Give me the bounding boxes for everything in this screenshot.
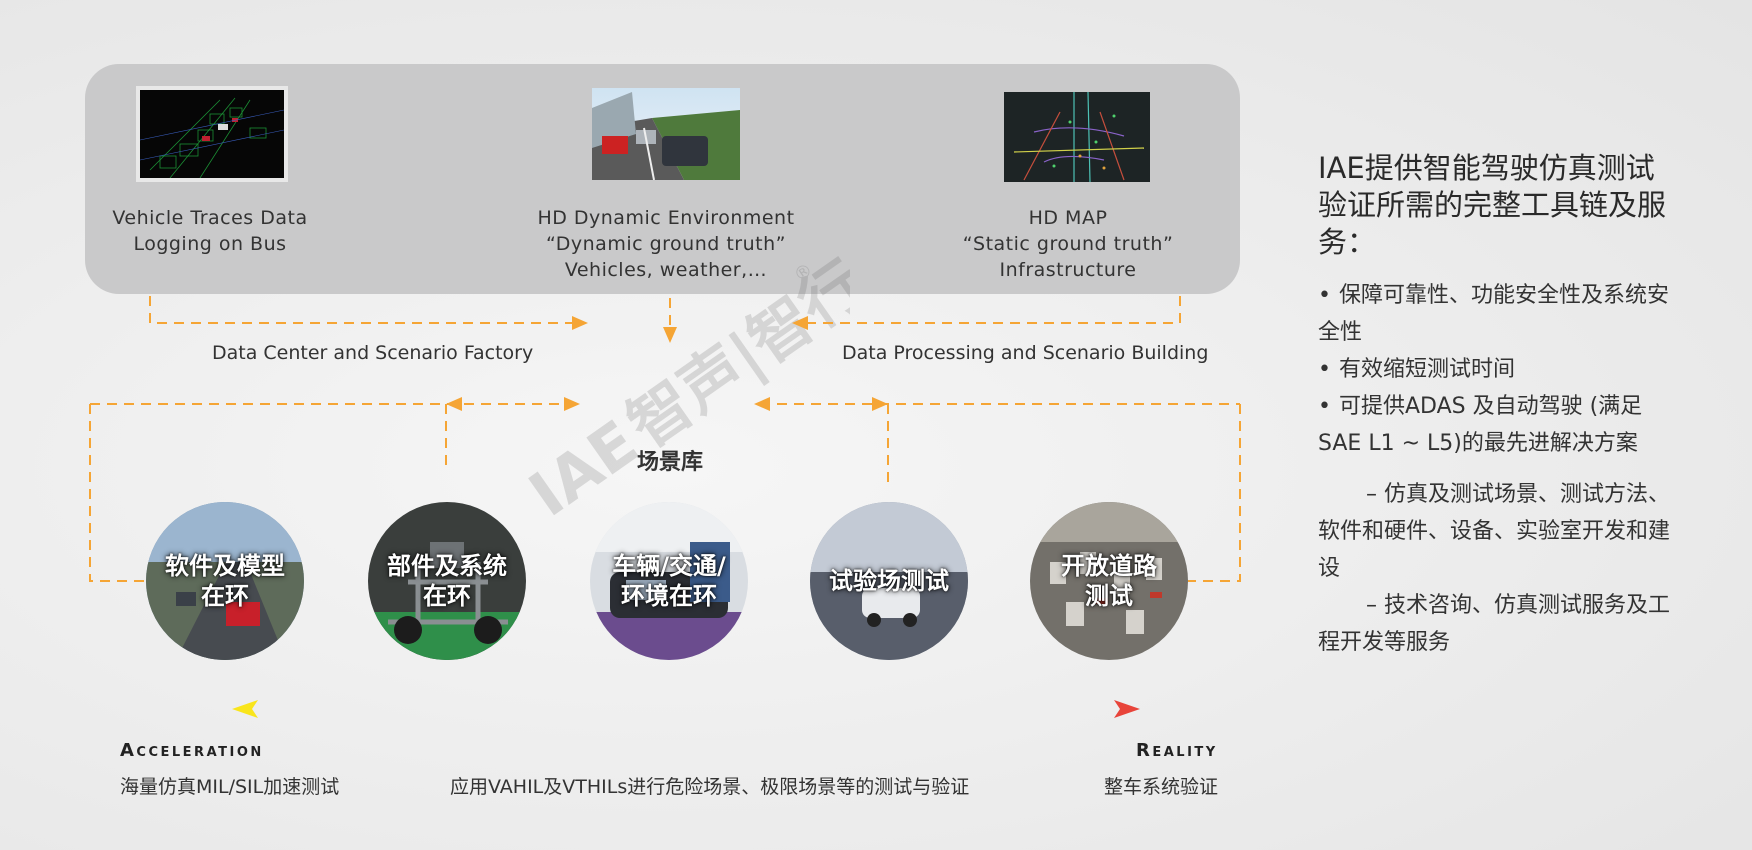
reality-caption: Reality	[1136, 740, 1218, 761]
acceleration-caption: Acceleration	[120, 740, 264, 761]
sub-item: – 仿真及测试场景、测试方法、软件和硬件、设备、实验室开发和建设	[1318, 482, 1671, 581]
data-processing-flow-label: Data Processing and Scenario Building	[842, 342, 1209, 364]
arrow-down-flow	[663, 327, 677, 343]
arrow-right-flow	[792, 316, 808, 330]
stage-software-model-in-loop: 软件及模型在环	[146, 502, 304, 660]
acceleration-description: 海量仿真MIL/SIL加速测试	[120, 776, 340, 798]
data-center-flow-label: Data Center and Scenario Factory	[212, 342, 534, 364]
services-panel: IAE提供智能驾驶仿真测试验证所需的完整工具链及服务： •保障可靠性、功能安全性…	[1318, 150, 1678, 661]
vehicle-traces-image	[136, 86, 288, 182]
stage-vehicle-traffic-environment-in-loop: 车辆/交通/环境在环	[590, 502, 748, 660]
stage-component-system-in-loop: 部件及系统在环	[368, 502, 526, 660]
bullet-item: •有效缩短测试时间	[1318, 357, 1515, 382]
services-title: IAE提供智能驾驶仿真测试验证所需的完整工具链及服务：	[1318, 151, 1667, 259]
sub-item: – 技术咨询、仿真测试服务及工程开发等服务	[1318, 593, 1670, 655]
stage-open-road-test: 开放道路测试	[1030, 502, 1188, 660]
arrow-hub-left-out	[446, 397, 462, 411]
stage-proving-ground-test: 试验场测试	[810, 502, 968, 660]
arrow-hub-left-in	[564, 397, 580, 411]
bullet-item: •可提供ADAS 及自动驾驶 (满足 SAE L1 ~ L5)的最先进解决方案	[1318, 394, 1643, 456]
scenario-library-label: 场景库	[636, 450, 703, 475]
hd-dynamic-image	[592, 88, 740, 180]
acceleration-reality-scale	[232, 700, 1140, 718]
arrow-hub-right-out	[872, 397, 888, 411]
middle-description: 应用VAHIL及VTHILs进行危险场景、极限场景等的测试与验证	[450, 776, 970, 798]
hd-map-label: HD MAP“Static ground truth”Infrastructur…	[962, 207, 1174, 281]
arrow-hub-right-in	[754, 397, 770, 411]
arrow-left-flow	[572, 316, 588, 330]
bullet-item: •保障可靠性、功能安全性及系统安全性	[1318, 283, 1669, 345]
hd-map-image	[1004, 92, 1150, 182]
hd-dynamic-label: HD Dynamic Environment“Dynamic ground tr…	[537, 207, 795, 281]
reality-description: 整车系统验证	[1104, 776, 1219, 798]
